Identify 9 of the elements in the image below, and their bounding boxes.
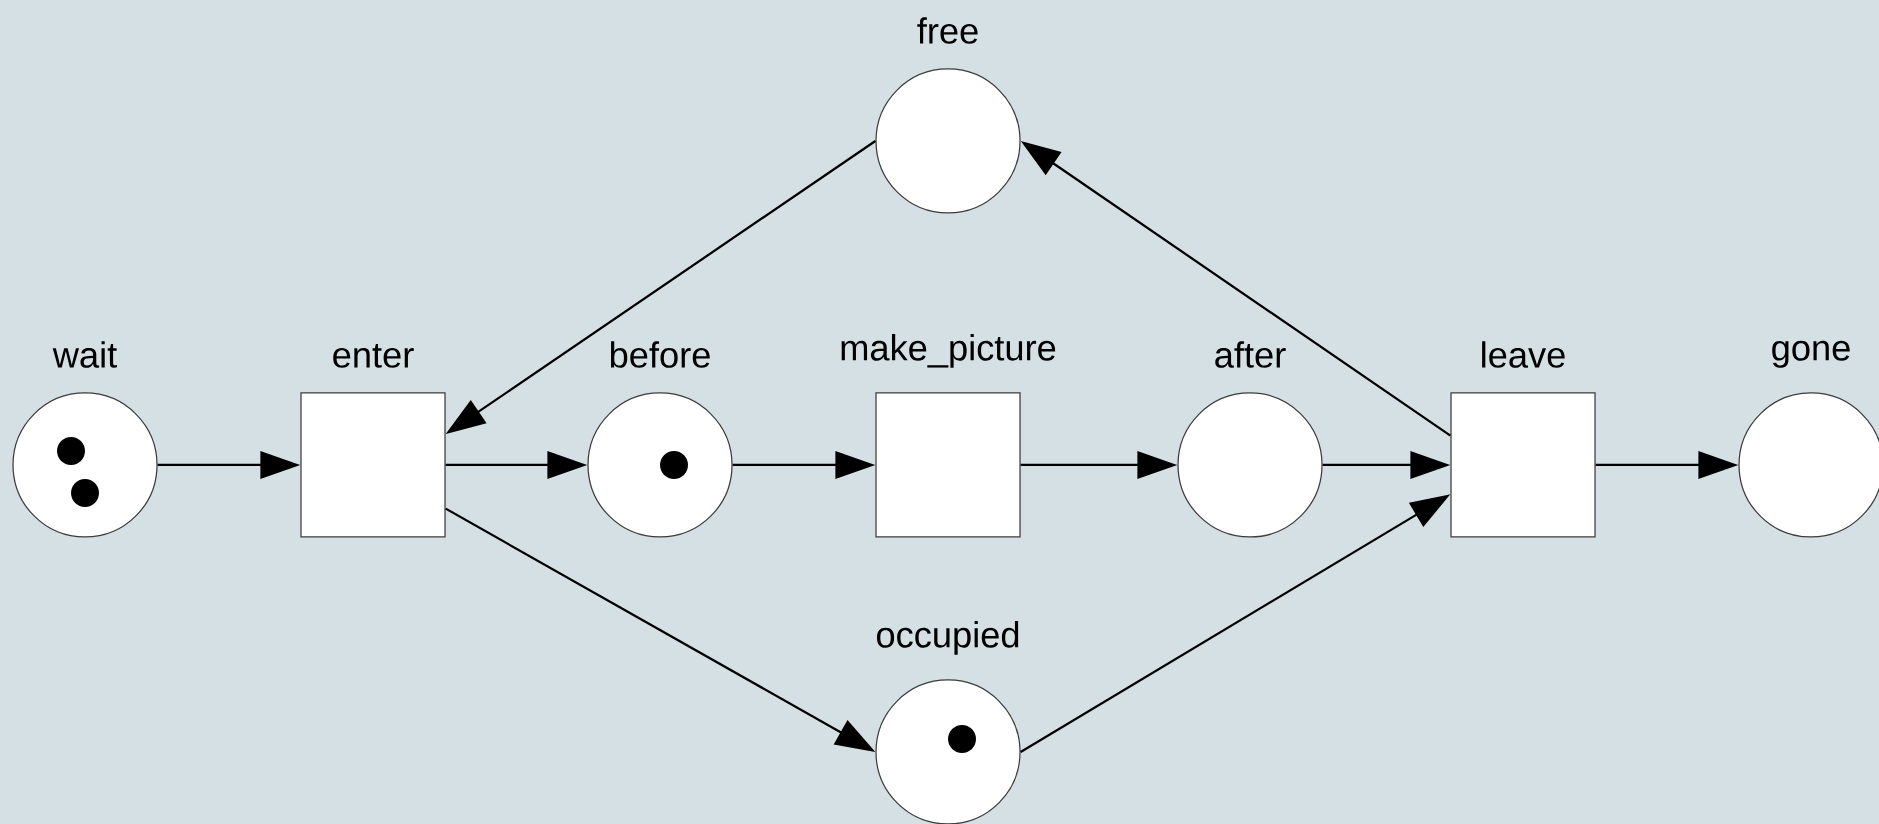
place-label: occupied [877, 621, 1019, 655]
place-label: after [1215, 341, 1286, 368]
place-label: make_picture [841, 334, 1056, 368]
place-label: wait [52, 341, 117, 368]
place-label: leave [1482, 341, 1565, 368]
place-label: enter [333, 344, 414, 368]
place-label: before [610, 341, 710, 368]
place-label: free [917, 17, 978, 44]
place-label: gone [1772, 340, 1850, 368]
